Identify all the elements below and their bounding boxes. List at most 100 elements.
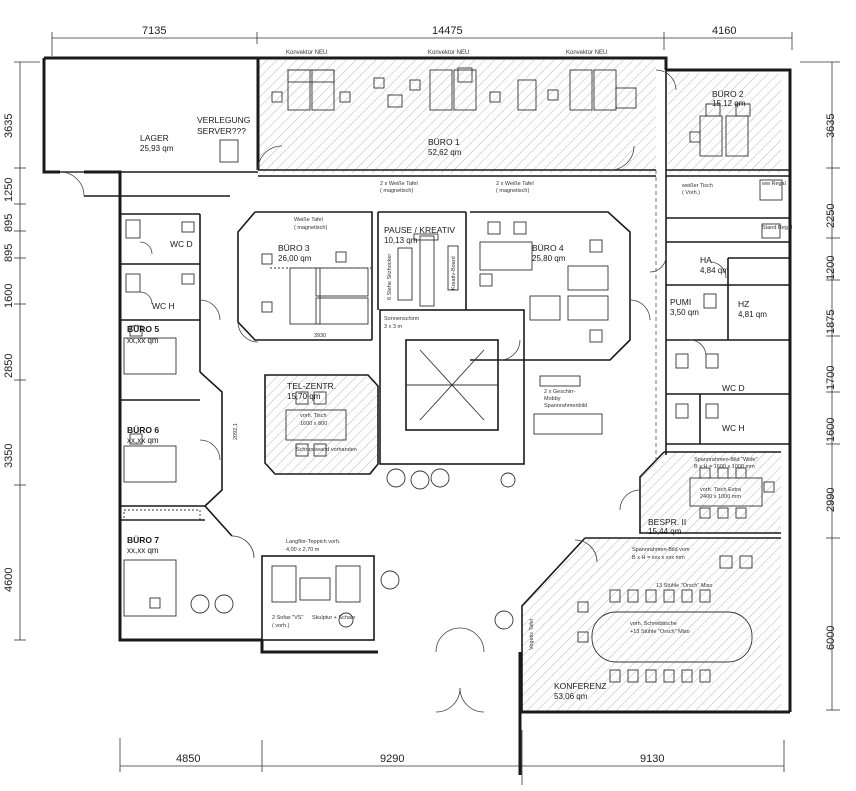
room-buero2-area: 15,12 qm	[712, 99, 746, 108]
room-konferenz-area: 53,06 qm	[554, 692, 588, 701]
room-lager-name: LAGER	[140, 133, 169, 143]
sonnenschirm-label: Sonnenschirm	[384, 316, 420, 322]
dim-left-5: 1600	[3, 283, 15, 308]
dim-left-1: 3635	[3, 113, 15, 138]
room-buero1-name: BÜRO 1	[428, 137, 460, 147]
sitzhocker-label: 6 Stehe Sitzhocker	[387, 253, 393, 300]
schrankwand-label: Schrankwand vorhanden	[296, 447, 357, 453]
dim-right-6: 1600	[825, 417, 837, 442]
room-hz-name: HZ	[738, 299, 750, 309]
sonnenschirm-size: 3 x 3 m	[384, 324, 403, 330]
stuehle2-label: +13 Stühle "Orsch" Miso	[630, 629, 690, 635]
tisch-tel-size: 1600 x 800	[300, 421, 328, 427]
mass-2092: 2092,1	[233, 423, 239, 440]
www-regal-label: ww Regal	[762, 181, 786, 187]
room-pause-name: PAUSE / KREATIV	[384, 225, 456, 235]
dim-right-2: 2250	[825, 203, 837, 228]
dim-right-1: 3635	[825, 113, 837, 138]
room-pumi-area: 3,50 qm	[670, 308, 699, 317]
room-lager-area: 25,93 qm	[140, 144, 174, 153]
dim-bottom-3: 9130	[640, 753, 665, 765]
weisse-tafel-label-1: 2 x Weiße Tafel	[380, 181, 418, 187]
room-telzentr-area: 15,70 qm	[287, 392, 321, 401]
room-hz-area: 4,81 qm	[738, 310, 767, 319]
spannrahmen-konf-size: B x H = xxx x xxx mm	[632, 555, 685, 561]
room-buero7-area: xx,xx qm	[127, 546, 159, 555]
sofas-label: 2 Sofas "VS"	[272, 615, 304, 621]
dim-top-3: 4160	[712, 25, 737, 37]
hatch-buero2	[668, 73, 781, 173]
room-buero4-name: BÜRO 4	[532, 243, 564, 253]
mass-3930: 3930	[314, 333, 327, 339]
dim-right-8: 6000	[825, 625, 837, 650]
room-buero7-name: BÜRO 7	[127, 535, 160, 545]
room-buero1-area: 52,62 qm	[428, 148, 462, 157]
dim-top-2: 14475	[432, 25, 463, 37]
hatch-telzentr	[265, 375, 378, 474]
room-buero6-name: BÜRO 6	[127, 425, 160, 435]
dim-left-3: 895	[3, 213, 15, 232]
weisser-tisch-label: weißer Tisch	[682, 183, 713, 189]
spannrahmen-wide-size: B x H = 1600 x 1000 mm	[694, 464, 755, 470]
konvektor-label-1: Konvektor NEU	[286, 50, 328, 56]
hatch-buero1	[258, 60, 656, 173]
room-telzentr-name: TEL-ZENTR.	[287, 381, 337, 391]
dim-left-8: 4600	[3, 567, 15, 592]
dim-bottom-1: 4850	[176, 753, 201, 765]
spannrahmen-wide-label: Spannrahmen-Bild "Wide"	[694, 457, 758, 463]
vegetix-label: Vegetix Tafel	[529, 618, 535, 650]
magnetisch-label-2: ( magnetisch)	[496, 188, 530, 194]
room-pause-area: 10,13 qm	[384, 236, 418, 245]
dim-right-7: 2990	[825, 487, 837, 512]
room-wch-right: WC H	[722, 423, 745, 433]
dim-left-7: 3350	[3, 443, 15, 468]
room-besp-area: 15,44 qm	[648, 527, 682, 536]
room-ha-area: 4,84 qm	[700, 266, 729, 275]
room-buero5-name: BÜRO 5	[127, 324, 160, 334]
magnetisch-label-1: ( magnetisch)	[380, 188, 414, 194]
room-buero3-name: BÜRO 3	[278, 243, 310, 253]
weisse-tafel-buero3: Weiße Tafel	[294, 217, 323, 223]
konvektor-label-3: Konvektor NEU	[566, 50, 608, 56]
spannrahmen-konf-label: Spannrahmen-Bild vom	[632, 547, 690, 553]
inner-walls	[44, 70, 790, 712]
room-buero4-area: 25,80 qm	[532, 254, 566, 263]
teppich-label: Langflor-Teppich vorh.	[286, 539, 341, 545]
room-besp-name: BESPR. II	[648, 517, 687, 527]
vorh-tisch-size: 2400 x 1000 mm	[700, 494, 741, 500]
room-buero6-area: xx,xx qm	[127, 436, 159, 445]
room-konferenz-name: KONFERENZ	[554, 681, 607, 691]
room-pumi-name: PUMI	[670, 297, 692, 307]
skulptur-label: Skulptur + Schale	[312, 615, 356, 621]
tisch-tel-label: vorh. Tisch	[300, 413, 327, 419]
verlegung-line2: SERVER???	[197, 126, 246, 136]
furniture	[123, 67, 783, 683]
verlegung-line1: VERLEGUNG	[197, 115, 251, 125]
dim-left-6: 2850	[3, 353, 15, 378]
sofas-sub: ( vorh.)	[272, 623, 290, 629]
room-wcd-right: WC D	[722, 383, 745, 393]
dim-left-4: 895	[3, 243, 15, 262]
teppich-size: 4,00 x 2,70 m	[286, 547, 320, 553]
konvektor-label-2: Konvektor NEU	[428, 50, 470, 56]
stuehle-label: 13 Stühle "Orsch" Miso	[656, 583, 713, 589]
room-ha-name: HA	[700, 255, 712, 265]
hatch-konferenz	[522, 538, 781, 712]
mobby-label: Mobby	[544, 396, 561, 402]
dim-right-5: 1700	[825, 365, 837, 390]
dimension-lines	[14, 32, 840, 785]
dim-bottom-2: 9290	[380, 753, 405, 765]
room-buero5-area: xx,xx qm	[127, 336, 159, 345]
kreativ-board-label: Kreativ-Board	[451, 256, 457, 290]
geschirr-label: 2 x Geschirr-	[544, 389, 576, 395]
dim-left-2: 1250	[3, 177, 15, 202]
dim-top-1: 7135	[142, 25, 167, 37]
dim-right-4: 1875	[825, 309, 837, 334]
weisser-tisch-sub: ( Vorh.)	[682, 190, 701, 196]
stand-regal-label: Stand Regal	[762, 225, 793, 231]
room-wcd-left: WC D	[170, 239, 193, 249]
door-swings	[59, 69, 727, 713]
room-buero3-area: 26,00 qm	[278, 254, 312, 263]
room-buero2-name: BÜRO 2	[712, 89, 744, 99]
